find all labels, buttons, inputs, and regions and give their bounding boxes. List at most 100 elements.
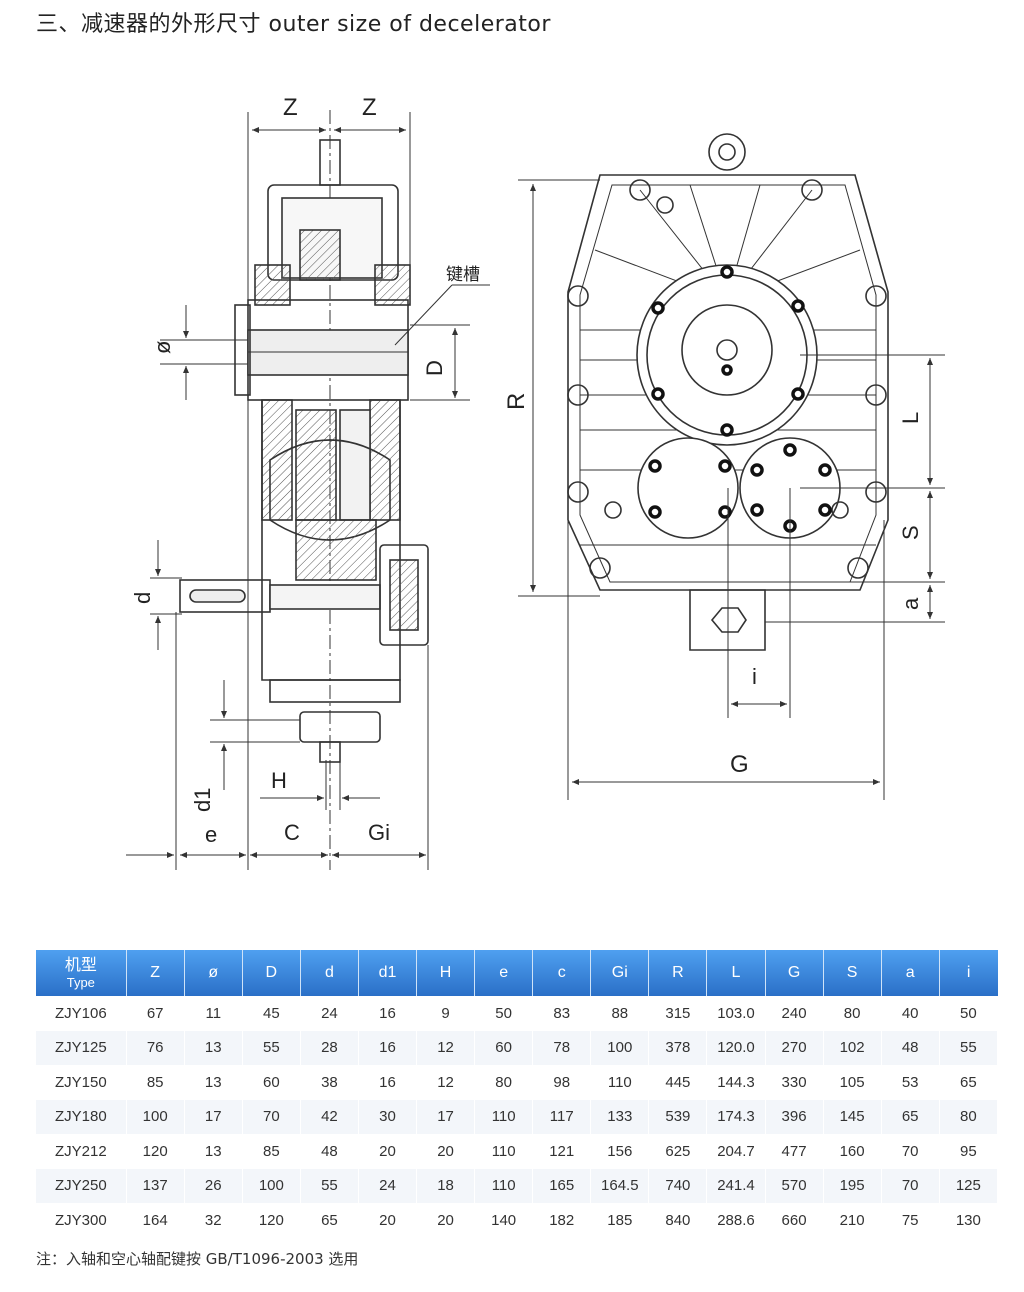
table-cell: 50 bbox=[474, 996, 534, 1031]
table-cell: 32 bbox=[184, 1203, 243, 1238]
table-cell: 121 bbox=[532, 1134, 592, 1169]
front-view-dimensions bbox=[518, 179, 945, 800]
header-col: ø bbox=[184, 950, 243, 996]
table-cell: 50 bbox=[939, 996, 999, 1031]
label-L: L bbox=[898, 412, 923, 424]
table-cell: 20 bbox=[358, 1134, 418, 1169]
table-cell: 60 bbox=[474, 1030, 534, 1065]
table-cell: 70 bbox=[242, 1099, 301, 1134]
table-cell-type: ZJY150 bbox=[36, 1065, 127, 1100]
table-cell-type: ZJY212 bbox=[36, 1134, 127, 1169]
label-e: e bbox=[205, 822, 217, 847]
table-cell-type: ZJY125 bbox=[36, 1030, 127, 1065]
table-cell: 140 bbox=[474, 1203, 534, 1238]
table-cell: 24 bbox=[358, 1168, 418, 1203]
front-view-labels: R L S a i G bbox=[503, 393, 923, 778]
header-col: e bbox=[474, 950, 534, 996]
header-col: R bbox=[648, 950, 708, 996]
page-title: 三、减速器的外形尺寸 outer size of decelerator bbox=[36, 12, 551, 37]
table-cell: 48 bbox=[300, 1134, 359, 1169]
header-col: a bbox=[881, 950, 940, 996]
table-cell: 740 bbox=[648, 1168, 708, 1203]
table-cell: 65 bbox=[300, 1203, 359, 1238]
table-cell: 315 bbox=[648, 996, 708, 1031]
table-cell: 55 bbox=[300, 1168, 359, 1203]
table-cell-type: ZJY300 bbox=[36, 1203, 127, 1238]
table-cell: 144.3 bbox=[706, 1065, 766, 1100]
table-cell: 75 bbox=[881, 1203, 940, 1238]
table-cell: 241.4 bbox=[706, 1168, 766, 1203]
table-cell: 210 bbox=[823, 1203, 882, 1238]
table-cell: 160 bbox=[823, 1134, 882, 1169]
table-cell: 120.0 bbox=[706, 1030, 766, 1065]
table-cell: 24 bbox=[300, 996, 359, 1031]
table-cell: 477 bbox=[765, 1134, 824, 1169]
table-cell: 13 bbox=[184, 1134, 243, 1169]
table-cell: 60 bbox=[242, 1065, 301, 1100]
label-D: D bbox=[422, 360, 447, 376]
header-col: d bbox=[300, 950, 359, 996]
table-cell: 70 bbox=[881, 1134, 940, 1169]
table-cell: 30 bbox=[358, 1099, 418, 1134]
header-col: i bbox=[939, 950, 998, 996]
table-cell: 13 bbox=[184, 1065, 243, 1100]
label-d1: d1 bbox=[190, 788, 215, 812]
header-col: H bbox=[416, 950, 476, 996]
table-cell: 570 bbox=[765, 1168, 824, 1203]
table-cell: 28 bbox=[300, 1030, 359, 1065]
label-a: a bbox=[898, 597, 923, 610]
table-cell: 103.0 bbox=[706, 996, 766, 1031]
table-cell: 164.5 bbox=[590, 1168, 650, 1203]
table-cell: 83 bbox=[532, 996, 592, 1031]
technical-drawing: Z Z 键槽 ø D d d1 H e C Gi bbox=[126, 94, 945, 870]
table-cell: 396 bbox=[765, 1099, 824, 1134]
label-z-left: Z bbox=[283, 94, 298, 121]
table-cell: 110 bbox=[474, 1099, 534, 1134]
table-cell: 95 bbox=[939, 1134, 999, 1169]
table-header-row: 机型 Type Z ø D d d1 H e c Gi R L G S a i bbox=[36, 950, 998, 996]
footnote: 注：入轴和空心轴配键按 GB/T1096-2003 选用 bbox=[36, 1250, 359, 1268]
header-col: D bbox=[242, 950, 301, 996]
side-view-dimensions bbox=[126, 112, 490, 870]
table-cell: 48 bbox=[881, 1030, 940, 1065]
label-S: S bbox=[898, 525, 923, 540]
table-cell: 65 bbox=[881, 1099, 940, 1134]
table-cell: 40 bbox=[881, 996, 940, 1031]
table-cell: 105 bbox=[823, 1065, 882, 1100]
table-cell: 174.3 bbox=[706, 1099, 766, 1134]
table-cell: 110 bbox=[590, 1065, 650, 1100]
table-cell: 102 bbox=[823, 1030, 882, 1065]
table-cell: 20 bbox=[416, 1134, 476, 1169]
table-cell: 288.6 bbox=[706, 1203, 766, 1238]
table-cell: 80 bbox=[474, 1065, 534, 1100]
table-cell: 117 bbox=[532, 1099, 592, 1134]
header-type: 机型 Type bbox=[36, 950, 127, 996]
header-col: c bbox=[532, 950, 592, 996]
table-cell-type: ZJY180 bbox=[36, 1099, 127, 1134]
label-H: H bbox=[271, 768, 287, 793]
table-cell: 16 bbox=[358, 1030, 418, 1065]
table-cell: 65 bbox=[939, 1065, 999, 1100]
table-cell: 42 bbox=[300, 1099, 359, 1134]
label-G: G bbox=[730, 751, 749, 778]
table-cell: 539 bbox=[648, 1099, 708, 1134]
table-cell: 20 bbox=[416, 1203, 476, 1238]
table-cell: 100 bbox=[590, 1030, 650, 1065]
table-cell: 80 bbox=[823, 996, 882, 1031]
table-cell: 100 bbox=[126, 1099, 185, 1134]
table-cell: 133 bbox=[590, 1099, 650, 1134]
table-cell: 13 bbox=[184, 1030, 243, 1065]
table-cell: 164 bbox=[126, 1203, 185, 1238]
spec-table: 机型 Type Z ø D d d1 H e c Gi R L G S a i … bbox=[36, 950, 999, 1238]
table-cell: 145 bbox=[823, 1099, 882, 1134]
label-i: i bbox=[752, 664, 757, 689]
table-cell: 185 bbox=[590, 1203, 650, 1238]
header-col: Z bbox=[126, 950, 185, 996]
table-cell: 11 bbox=[184, 996, 243, 1031]
header-col: d1 bbox=[358, 950, 418, 996]
